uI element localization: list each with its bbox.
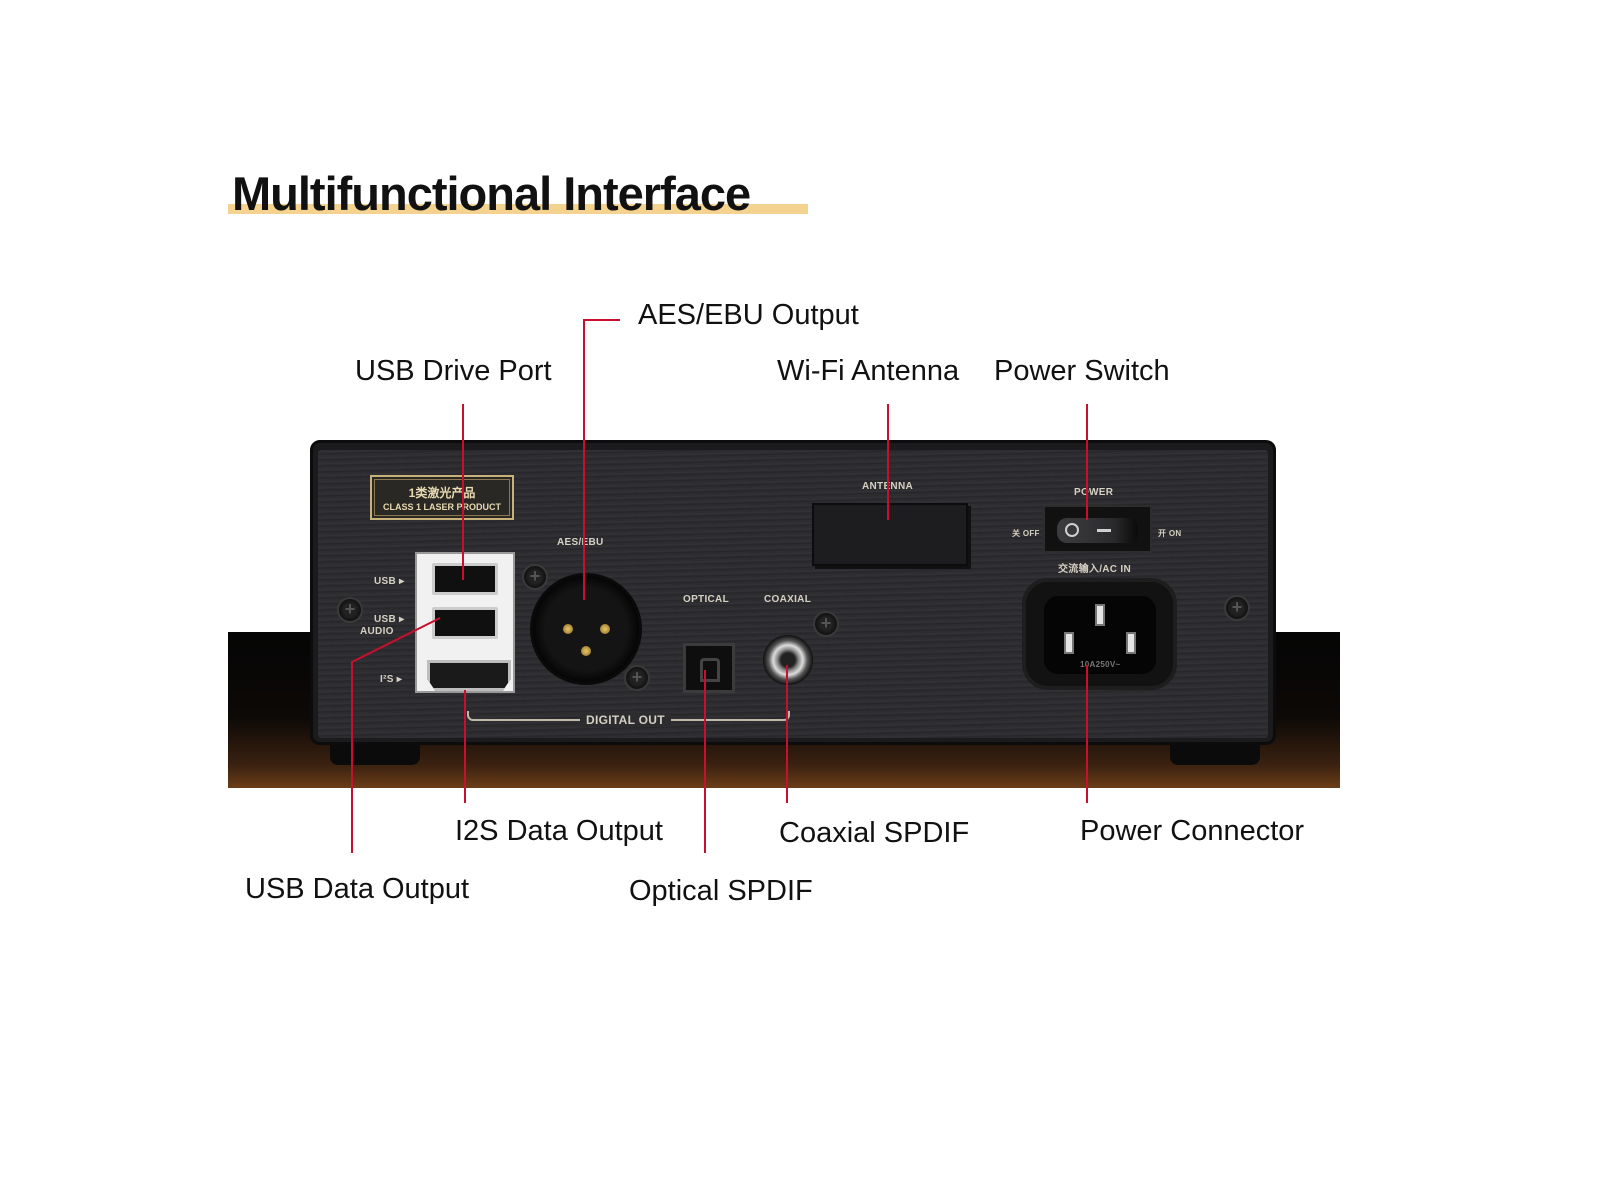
power-silk-label: POWER [1074, 487, 1114, 498]
i2s-hdmi-port [427, 660, 511, 691]
xlr-pin [581, 646, 591, 656]
callout-optical-spdif: Optical SPDIF [629, 875, 813, 907]
leader-aes-ebu [583, 319, 620, 600]
callout-wifi-antenna: Wi-Fi Antenna [777, 355, 960, 387]
wifi-antenna-cover [812, 503, 968, 566]
i2s-silk-label: I²S ▸ [380, 674, 403, 685]
usb-silk-label: USB ▸ [374, 576, 405, 587]
on-silk-label: 开 ON [1158, 529, 1182, 538]
laser-label-en: CLASS 1 LASER PRODUCT [382, 502, 501, 512]
optical-spdif-port [683, 643, 735, 693]
iec-prong [1064, 632, 1074, 654]
coaxial-silk-label: COAXIAL [764, 594, 812, 605]
optical-silk-label: OPTICAL [683, 594, 729, 605]
callout-coaxial-spdif: Coaxial SPDIF [779, 817, 970, 849]
screw-icon: + [1224, 595, 1250, 621]
xlr-pin [600, 624, 610, 634]
callout-aes-ebu-output: AES/EBU Output [638, 299, 859, 331]
callout-usb-data-output: USB Data Output [245, 873, 470, 905]
usb-audio-silk-label-2: AUDIO [360, 626, 394, 637]
title-underline [228, 204, 808, 214]
screw-icon: + [522, 564, 548, 590]
screw-icon: + [624, 665, 650, 691]
usb-drive-port [432, 563, 498, 595]
xlr-pin [563, 624, 573, 634]
usb-audio-port [432, 607, 498, 639]
callout-i2s-data-output: I2S Data Output [455, 815, 663, 847]
iec-prong [1126, 632, 1136, 654]
screw-icon: + [337, 597, 363, 623]
device-foot [1170, 745, 1260, 765]
xlr-aes-ebu-connector [530, 573, 642, 685]
usb-audio-silk-label: USB ▸ [374, 614, 405, 625]
iec-rating: 10A250V~ [1080, 660, 1121, 669]
laser-label-cn: 1类激光产品 [408, 486, 476, 500]
iec-prong [1095, 604, 1105, 626]
screw-icon: + [813, 611, 839, 637]
page-title: Multifunctional Interface [232, 167, 751, 220]
power-rocker-switch [1057, 518, 1138, 543]
iec-power-connector: 10A250V~ [1022, 578, 1177, 690]
ac-in-silk-label: 交流输入/AC IN [1058, 564, 1131, 575]
digital-out-label: DIGITAL OUT [580, 713, 671, 727]
leader-usb-data [351, 617, 441, 853]
callout-usb-drive-port: USB Drive Port [355, 355, 552, 387]
callout-power-switch: Power Switch [994, 355, 1170, 387]
callout-power-connector: Power Connector [1080, 815, 1305, 847]
off-silk-label: 关 OFF [1012, 529, 1040, 538]
aes-ebu-silk-label: AES/EBU [557, 537, 604, 548]
laser-class-label: 1类激光产品 CLASS 1 LASER PRODUCT [370, 475, 514, 520]
